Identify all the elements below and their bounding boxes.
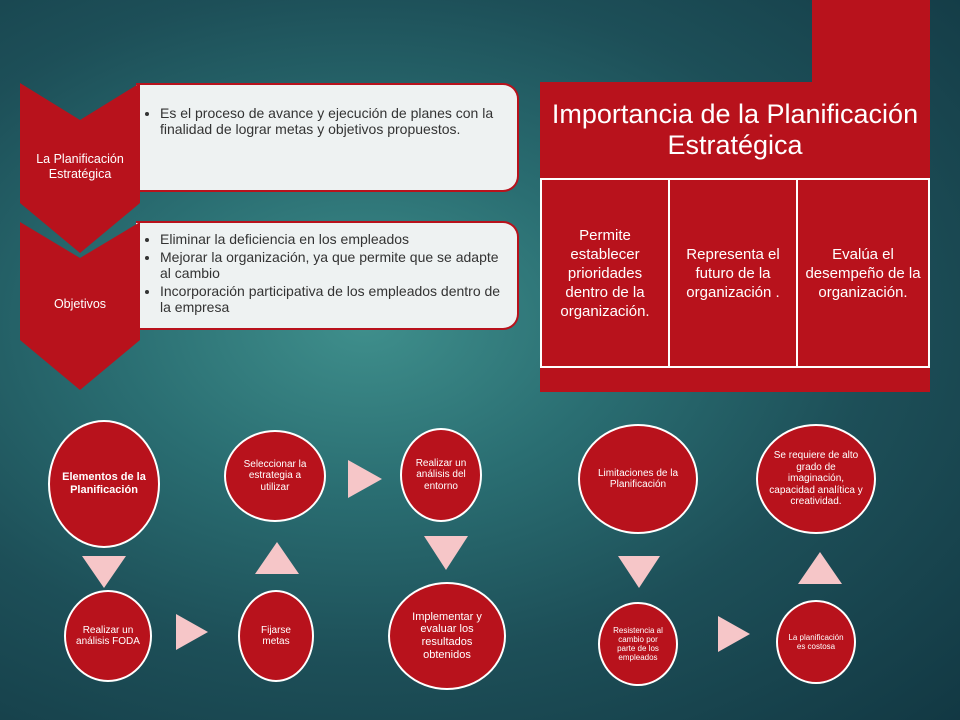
cycle-left-node-5: Realizar un análisis del entorno [400,428,482,522]
arrow-down-1 [82,556,126,588]
arrow-right-right [718,616,750,652]
arrow-right-2 [348,460,382,498]
arrow-down-right [618,556,660,588]
chevron-label-2: Objetivos [53,297,107,311]
cycle-right-arrows [618,552,842,652]
importance-header: Importancia de la Planificación Estratég… [540,82,930,178]
cycle-right-node-3: La planificación es costosa [776,600,856,684]
importance-title: Importancia de la Planificación Estratég… [551,99,919,160]
chevron-2-bullet-3: Incorporación participativa de los emple… [160,283,507,315]
chevron-label-1: La Planificación Estratégica [36,152,124,181]
chevron-shape-2-fill [20,222,140,390]
chevron-box-1: Es el proceso de avance y ejecución de p… [136,83,519,192]
top-accent-bar [812,0,930,82]
cycle-left-node-4: Seleccionar la estrategia a utilizar [224,430,326,522]
chevron-2-bullet-2: Mejorar la organización, ya que permite … [160,249,507,281]
chevron-2-bullet-1: Eliminar la deficiencia en los empleados [160,231,507,247]
arrow-right-1 [176,614,208,650]
arrow-up-right [798,552,842,584]
cycle-right-node-4: Se requiere de alto grado de imaginación… [756,424,876,534]
cycle-left-node-2: Realizar un análisis FODA [64,590,152,682]
chevron-1-bullet-1: Es el proceso de avance y ejecución de p… [160,105,503,137]
cycle-left-node-3: Fijarse metas [238,590,314,682]
cycle-left-arrows [82,460,468,650]
chevron-shape-1-fill [20,83,140,253]
chevron-box-2: Eliminar la deficiencia en los empleados… [136,221,519,330]
cycle-left-node-1: Elementos de la Planificación [48,420,160,548]
importance-footer [540,368,930,392]
arrow-down-2 [424,536,468,570]
chevron-shapes [20,83,140,390]
cycle-right-node-2: Resistencia al cambio por parte de los e… [598,602,678,686]
importance-col-1: Permite establecer prioridades dentro de… [540,178,670,368]
importance-col-3: Evalúa el desempeño de la organización. [796,178,930,368]
cycle-left-node-6: Implementar y evaluar los resultados obt… [388,582,506,690]
arrow-up-1 [255,542,299,574]
cycle-right-node-1: Limitaciones de la Planificación [578,424,698,534]
